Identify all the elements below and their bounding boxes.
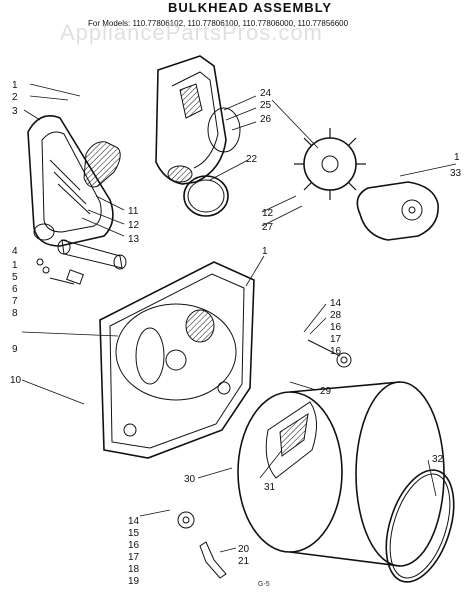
callout-33: 33 xyxy=(450,168,462,179)
lint-duct-cover xyxy=(27,115,114,247)
callout-22: 22 xyxy=(246,154,258,165)
drum-roller-lower xyxy=(177,511,227,579)
callout-18: 18 xyxy=(128,564,140,575)
exhaust-duct xyxy=(155,55,241,185)
callout-21: 21 xyxy=(238,556,250,567)
dryer-drum xyxy=(237,381,445,567)
drum-seal-inner xyxy=(389,473,451,579)
callout-26: 26 xyxy=(260,114,272,125)
callout-25: 25 xyxy=(260,100,272,111)
callout-12-right: 12 xyxy=(262,208,274,219)
callout-1-top: 1 xyxy=(12,80,18,91)
callout-13: 13 xyxy=(128,234,140,245)
callout-6: 6 xyxy=(12,284,18,295)
callout-17-upper: 17 xyxy=(330,334,342,345)
callout-1-center: 1 xyxy=(262,246,268,257)
callout-14-lower: 14 xyxy=(128,516,140,527)
callout-1-left: 1 xyxy=(12,260,18,271)
callout-24: 24 xyxy=(260,88,272,99)
diagram-title: BULKHEAD ASSEMBLY xyxy=(168,0,332,15)
page-number: G-5 xyxy=(258,581,270,588)
callout-9: 9 xyxy=(12,344,18,355)
thermostat-parts xyxy=(36,239,127,285)
callout-10: 10 xyxy=(10,375,22,386)
callout-20: 20 xyxy=(238,544,250,555)
model-line: For Models: 110.77806102, 110.77806100, … xyxy=(88,19,349,28)
callout-28: 28 xyxy=(330,310,342,321)
callout-17-lower: 17 xyxy=(128,552,140,563)
drum-seal xyxy=(385,469,455,583)
callout-27: 27 xyxy=(262,222,274,233)
lint-screen xyxy=(83,141,121,188)
callout-31: 31 xyxy=(264,482,276,493)
callout-2: 2 xyxy=(12,92,18,103)
callout-29: 29 xyxy=(320,386,332,397)
callout-14-upper: 14 xyxy=(330,298,342,309)
callout-30: 30 xyxy=(184,474,196,485)
bulkhead-panel xyxy=(99,261,255,459)
callout-32: 32 xyxy=(432,454,444,465)
callout-4: 4 xyxy=(12,246,18,257)
callout-16-lower: 16 xyxy=(128,540,140,551)
seal-ring xyxy=(183,175,229,217)
callout-19: 19 xyxy=(128,576,140,587)
callout-15: 15 xyxy=(128,528,140,539)
callout-11: 11 xyxy=(128,206,139,217)
callout-5: 5 xyxy=(12,272,18,283)
callout-16-upper-b: 16 xyxy=(330,346,342,357)
callout-12-left: 12 xyxy=(128,220,140,231)
callout-3: 3 xyxy=(12,106,18,117)
blower-housing xyxy=(356,181,439,241)
callout-1-right: 1 xyxy=(454,152,460,163)
watermark: AppliancePartsPros.com xyxy=(60,20,323,45)
callout-labels: 1 2 3 4 1 5 6 7 8 9 10 11 12 13 22 24 25… xyxy=(10,80,462,587)
seal-ring-inner xyxy=(187,179,225,213)
blower-wheel xyxy=(294,128,366,200)
callout-8: 8 xyxy=(12,308,18,319)
drum-roller-upper xyxy=(307,339,352,368)
callout-16-upper: 16 xyxy=(330,322,342,333)
callout-7: 7 xyxy=(12,296,18,307)
leader-lines xyxy=(21,83,457,553)
